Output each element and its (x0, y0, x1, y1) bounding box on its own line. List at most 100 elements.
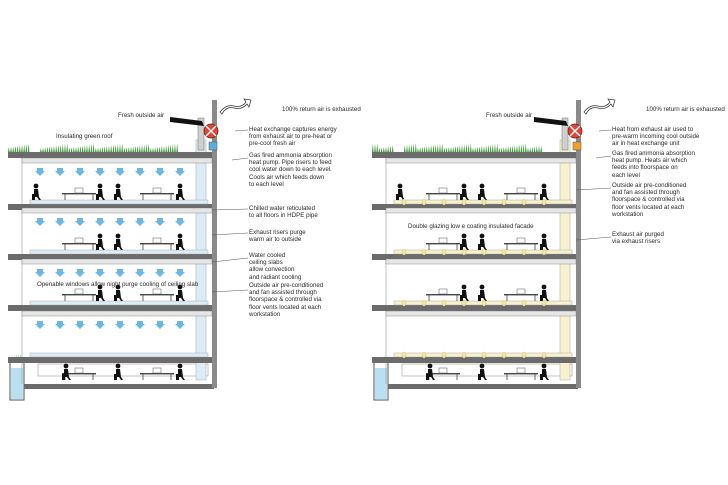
right-desk-b-2-monitor (516, 288, 526, 295)
right-roof-slab (386, 152, 576, 158)
right-person-a-1-head (461, 233, 467, 239)
right-person-c-2-head (541, 284, 547, 290)
left-person-ground-c-chair (176, 374, 179, 380)
left-floor-slab-1 (8, 254, 212, 260)
left-person-c-0-head (177, 183, 183, 189)
left-cool-arrow-3-1 (55, 321, 65, 329)
left-ceiling-3 (21, 310, 213, 317)
left-cool-arrow-0-0 (35, 168, 45, 176)
left-cool-arrow-3-2 (75, 321, 85, 329)
left-desk-b-2-top (140, 294, 174, 296)
left-desk-ground-a-top (62, 373, 96, 375)
left-planter-water (11, 368, 23, 399)
right-desk-ground-b-top (504, 373, 538, 375)
left-desk-b-2-monitor (152, 288, 162, 295)
right-desk-a-2-monitor (438, 288, 448, 295)
right-person-ground-a-head (427, 363, 433, 369)
left-cool-arrow-3-5 (135, 321, 145, 329)
left-cool-arrow-0-5 (135, 168, 145, 176)
right-person-a-1-body (462, 239, 469, 250)
right-warm-vent-3-4 (481, 351, 487, 359)
right-warm-vent-1-3 (461, 248, 467, 256)
left-cool-arrow-0-6 (155, 168, 165, 176)
right-person-c-1-head (541, 233, 547, 239)
left-desk-ground-a-monitor (74, 367, 84, 374)
left-cool-arrow-3-4 (115, 321, 125, 329)
left-roof-overhang-grass (8, 143, 30, 152)
left-ceiling-2 (21, 258, 213, 265)
right-warm-vent-2-6 (521, 299, 527, 307)
left-cool-arrow-1-3 (95, 218, 105, 226)
right-person-c-2-chair (540, 295, 543, 301)
left-cool-arrow-1-5 (135, 218, 145, 226)
right-warm-vent-0-2 (441, 198, 447, 206)
right-person-a-2-chair (460, 295, 463, 301)
left-desk-a-1-monitor (74, 237, 84, 244)
left-desk-b-1-top (140, 243, 174, 245)
right-return-air-label: 100% return air is exhausted (646, 106, 725, 113)
left-cool-arrow-2-4 (115, 269, 125, 277)
right-plant-duct (561, 117, 569, 151)
left-desk-b-0-monitor (152, 187, 162, 194)
left-person-b-0-head (115, 183, 121, 189)
right-person-c-2-body (542, 290, 549, 301)
left-cool-arrow-1-7 (175, 218, 185, 226)
right-warm-vent-0-3 (461, 198, 467, 206)
right-warm-vent-2-0 (401, 299, 407, 307)
right-person-ground-c-chair (540, 374, 543, 380)
right-floor-slab-3 (372, 357, 576, 363)
left-openable-windows-label: Openable windows allow night purge cooli… (37, 281, 199, 288)
right-person-b-0-body (480, 189, 487, 200)
right-core-wall (576, 100, 581, 388)
left-floor-slab-0 (8, 204, 212, 210)
right-warm-vent-3-6 (521, 351, 527, 359)
left-leader-absorption (231, 157, 249, 161)
left-floor-slab-3 (8, 357, 212, 363)
right-warm-vent-1-7 (541, 248, 547, 256)
left-core-wall (212, 100, 217, 388)
right-heat-pump-unit (572, 141, 582, 151)
left-raised-floor-0 (29, 199, 209, 205)
right-person-c-1-chair (540, 244, 543, 250)
left-desk-a-2-monitor (74, 288, 84, 295)
right-warm-vent-1-5 (501, 248, 507, 256)
right-warm-vent-2-2 (441, 299, 447, 307)
left-person-c-1-body (178, 239, 185, 250)
right-double-glazing-label: Double glazing low e coating insulated f… (408, 223, 534, 230)
right-desk-ground-a-top (426, 373, 460, 375)
right-outside-air-label: Outside air pre-conditioned and fan assi… (612, 182, 687, 218)
right-desk-ground-b-monitor (516, 367, 526, 374)
left-person-c-0-body (178, 189, 185, 200)
right-desk-b-1-monitor (516, 237, 526, 244)
right-heat-exhaust-label: Heat from exhaust air used to pre-warm i… (612, 126, 700, 148)
left-cool-arrow-2-3 (95, 269, 105, 277)
right-desk-ground-a-monitor (438, 367, 448, 374)
right-exhaust-arrow (583, 98, 616, 115)
left-roof-slab (22, 152, 212, 158)
right-person-a-2-head (461, 284, 467, 290)
right-warm-vent-3-0 (401, 351, 407, 359)
right-warm-vent-2-1 (421, 299, 427, 307)
left-raised-floor-1 (29, 249, 209, 255)
right-warm-vent-1-1 (421, 248, 427, 256)
right-person-a-0-head (461, 183, 467, 189)
right-leader-absorption (595, 155, 612, 159)
left-heat-pump-unit (208, 141, 218, 151)
right-desk-b-1-top (504, 243, 538, 245)
right-person-ground-c-body (542, 369, 549, 380)
left-cool-arrow-0-3 (95, 168, 105, 176)
left-cool-arrow-2-2 (75, 269, 85, 277)
right-exhaust-purged-label: Exhaust air purged via exhaust risers (612, 231, 664, 246)
right-warm-vent-1-2 (441, 248, 447, 256)
left-person-b-2-head (115, 284, 121, 290)
right-warm-vent-1-0 (401, 248, 407, 256)
right-window-person-chair (396, 194, 399, 200)
left-cool-arrow-2-1 (55, 269, 65, 277)
right-person-a-0-chair (460, 194, 463, 200)
left-floor-slab-2 (8, 305, 212, 311)
left-cool-arrow-2-0 (35, 269, 45, 277)
right-warm-vent-2-5 (501, 299, 507, 307)
left-person-b-0-body (116, 189, 123, 200)
right-desk-b-0-top (504, 193, 538, 195)
left-person-a-2-body (98, 290, 105, 301)
